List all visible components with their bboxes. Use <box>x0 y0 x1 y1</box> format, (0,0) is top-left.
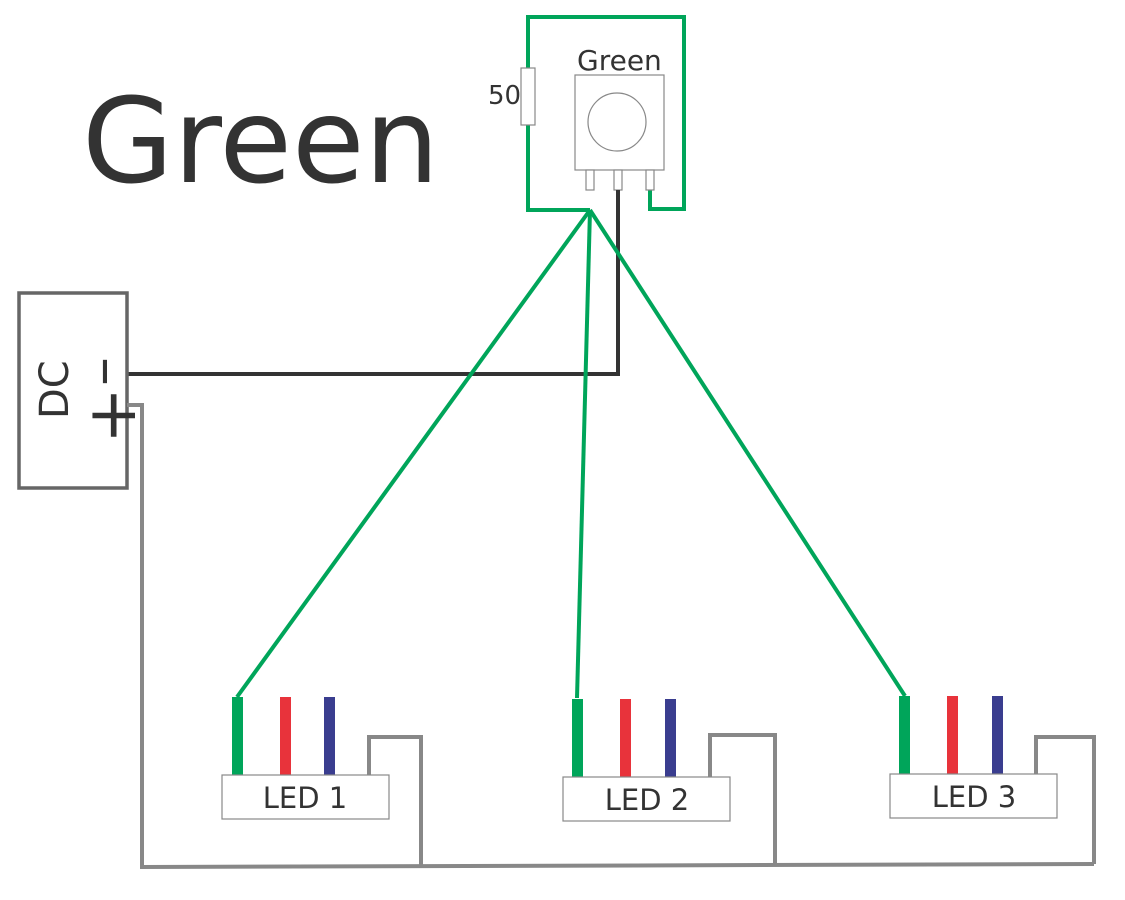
led-1-green-pin <box>232 697 243 775</box>
led-3-blue-pin <box>992 696 1003 774</box>
led-2-red-pin <box>620 699 631 777</box>
transistor-pin-gate <box>585 169 595 191</box>
led-3-red-pin <box>947 696 958 774</box>
dc-minus-terminal: – <box>67 357 135 386</box>
led-2-body <box>562 776 731 822</box>
led-1-label: LED 1 <box>263 781 347 815</box>
led-module-2: LED 2 <box>562 699 731 822</box>
positive-supply-rail <box>127 403 1095 870</box>
led-2-green-pin <box>572 699 583 777</box>
led-1-common-wire <box>367 735 423 867</box>
led-3-green-pin <box>899 696 910 774</box>
resistor-value: 50 <box>488 81 521 111</box>
led-3-body <box>889 773 1058 819</box>
green-wire-led-3 <box>588 208 907 698</box>
resistor <box>520 67 536 126</box>
led-1-red-pin <box>280 697 291 775</box>
ground-wire <box>128 190 620 376</box>
led-3-label: LED 3 <box>932 780 1016 814</box>
led-2-label: LED 2 <box>605 783 689 817</box>
led-1-body <box>221 774 390 820</box>
transistor-pin-source <box>645 169 655 191</box>
dc-label: DC <box>32 360 78 419</box>
led-3-common-wire <box>1034 735 1096 864</box>
transistor-mounting-hole <box>587 92 647 152</box>
led-module-1: LED 1 <box>221 697 390 820</box>
led-2-common-wire <box>708 733 777 865</box>
led-2-blue-pin <box>665 699 676 777</box>
green-wire-led-1 <box>235 208 592 699</box>
green-wire-led-2 <box>575 209 592 699</box>
dc-power-supply <box>17 291 129 490</box>
transistor-label: Green <box>577 44 662 77</box>
diagram-title: Green <box>82 72 439 210</box>
led-module-3: LED 3 <box>889 696 1058 819</box>
green-control-loop <box>526 15 686 212</box>
dc-plus-terminal: + <box>73 387 152 444</box>
led-1-blue-pin <box>324 697 335 775</box>
transistor-pin-drain <box>613 169 623 191</box>
